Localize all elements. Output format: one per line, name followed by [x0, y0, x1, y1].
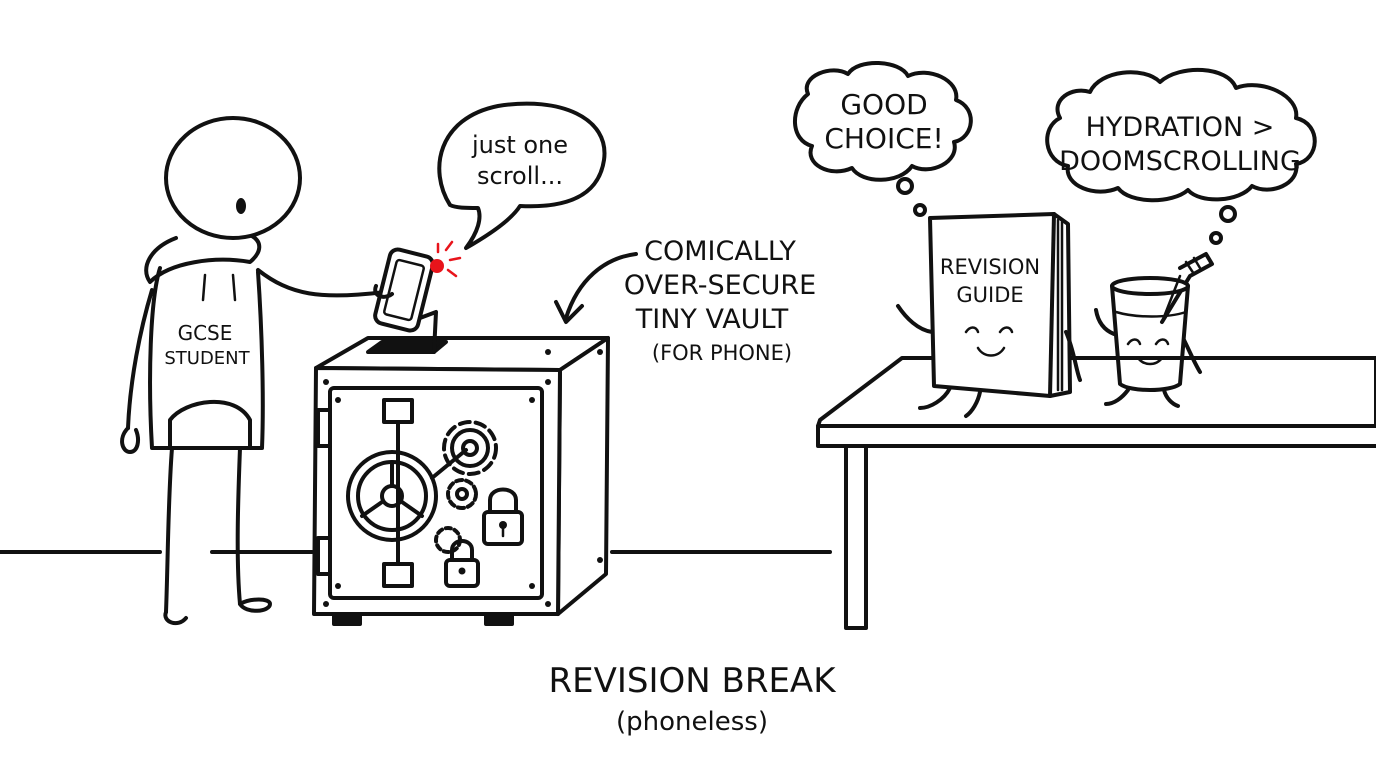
vault-annotation: COMICALLY OVER-SECURE TINY VAULT (FOR PH…: [554, 236, 816, 365]
vault-note: (FOR PHONE): [652, 341, 792, 365]
bolt-bottom: [382, 562, 414, 588]
speech-bubble-student: just one scroll...: [437, 101, 607, 250]
thought-book-line1: GOOD: [840, 88, 927, 121]
book-label-line2: GUIDE: [956, 283, 1023, 307]
vault-label-line1: COMICALLY: [644, 236, 796, 267]
thought-book-line2: CHOICE!: [824, 122, 943, 155]
vault: [312, 310, 610, 626]
revision-guide-book: REVISION GUIDE: [896, 212, 1082, 418]
student-figure: GCSE STUDENT: [120, 116, 387, 626]
caption-subtitle: (phoneless): [616, 707, 768, 737]
book-label-line1: REVISION: [940, 255, 1040, 279]
bolt-top: [382, 398, 414, 424]
student-head: [164, 116, 302, 240]
caption: REVISION BREAK (phoneless): [549, 661, 838, 737]
vault-rivets: [323, 349, 603, 607]
gear-icon: [430, 420, 498, 480]
vault-foot-left: [332, 612, 362, 626]
notification-dot-icon: [430, 240, 462, 278]
thought-drink-line1: HYDRATION >: [1086, 112, 1275, 143]
hinge-top: [316, 408, 332, 448]
table: [816, 356, 1376, 630]
hinge-bottom: [316, 536, 332, 576]
hoodie-label-line1: GCSE: [178, 321, 233, 345]
thought-drink-line2: DOOMSCROLLING: [1059, 146, 1301, 177]
padlock-icon: [482, 487, 524, 546]
water-glass: [1094, 252, 1214, 408]
vault-foot-right: [484, 612, 514, 626]
hoodie-label-line2: STUDENT: [164, 348, 250, 369]
speech-line2: scroll...: [477, 162, 563, 190]
thought-bubble-book: GOOD CHOICE!: [793, 60, 973, 217]
padlock-icon-2: [444, 539, 480, 588]
small-gear-icon: [446, 478, 478, 510]
thought-bubble-drink: HYDRATION > DOOMSCROLLING: [1045, 68, 1317, 245]
student-eye: [236, 198, 246, 214]
vault-label-line3: TINY VAULT: [635, 304, 789, 335]
speech-line1: just one: [471, 131, 568, 159]
vault-wheel-icon: [346, 450, 438, 542]
vault-label-line2: OVER-SECURE: [624, 270, 816, 301]
caption-title: REVISION BREAK: [549, 661, 838, 701]
phone-icon: [373, 247, 435, 333]
